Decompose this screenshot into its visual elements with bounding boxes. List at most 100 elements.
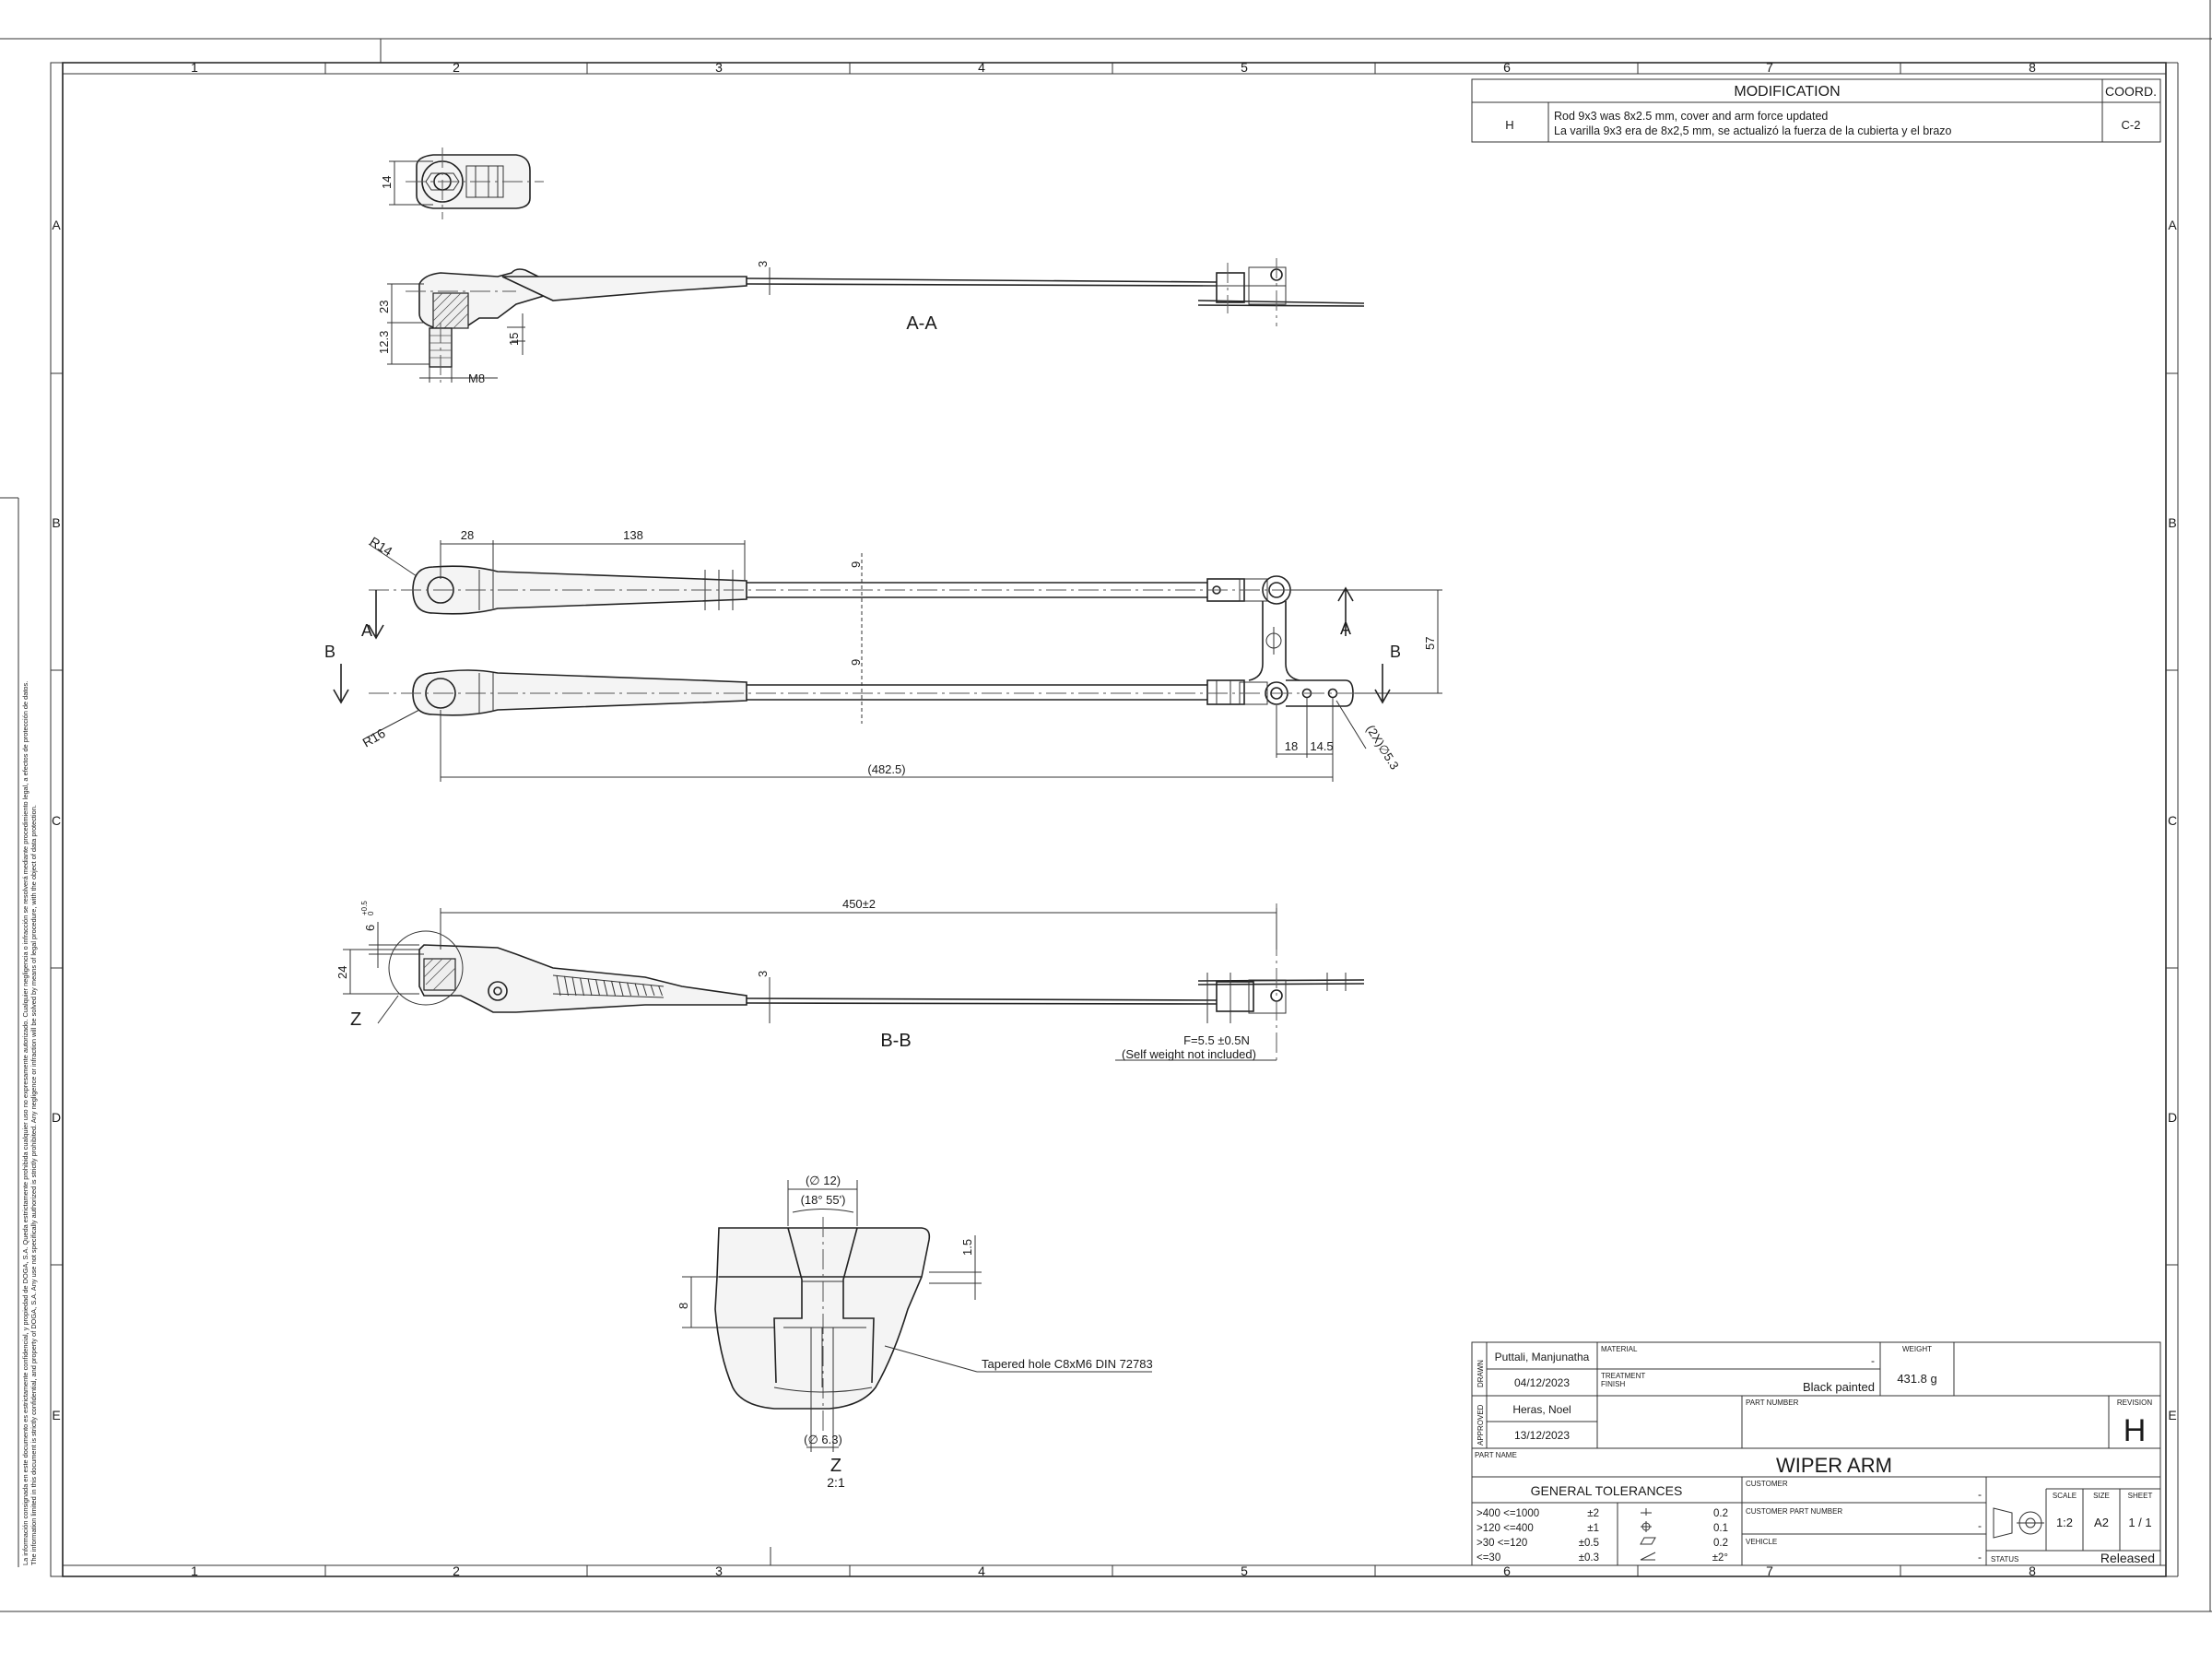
dim-138: 138 bbox=[623, 528, 643, 542]
dim-12-3: 12.3 bbox=[377, 331, 391, 354]
weight-value: 431.8 g bbox=[1897, 1372, 1936, 1386]
row-label-left-c: C bbox=[52, 813, 61, 828]
row-label-right-b: B bbox=[2168, 515, 2176, 530]
part-name: WIPER ARM bbox=[1776, 1454, 1892, 1477]
end-view: 14 bbox=[380, 148, 544, 219]
force-spec: F=5.5 ±0.5N bbox=[1183, 1033, 1250, 1047]
spring-coil bbox=[580, 977, 584, 997]
detail-ref-z: Z bbox=[350, 1009, 361, 1030]
customer-pn-value: - bbox=[1978, 1519, 1982, 1532]
approved-label: APPROVED bbox=[1477, 1404, 1485, 1446]
drawn-by: Puttali, Manjunatha bbox=[1495, 1351, 1590, 1363]
title-block: DRAWN Puttali, Manjunatha 04/12/2023 APP… bbox=[1471, 1341, 2161, 1566]
tol-value-4: ±0.3 bbox=[1579, 1552, 1599, 1564]
spring-coil bbox=[587, 978, 593, 997]
drawn-label: DRAWN bbox=[1477, 1360, 1485, 1387]
col-label-top-8: 8 bbox=[2029, 60, 2036, 75]
drawn-date: 04/12/2023 bbox=[1514, 1376, 1570, 1389]
material-value: - bbox=[1871, 1354, 1875, 1367]
approved-date: 13/12/2023 bbox=[1514, 1429, 1570, 1442]
modification-line-es: La varilla 9x3 era de 8x2,5 mm, se actua… bbox=[1554, 124, 1952, 137]
general-tolerances-title: GENERAL TOLERANCES bbox=[1531, 1483, 1683, 1498]
dim-angle: (18° 55') bbox=[801, 1193, 846, 1207]
tol-value-3: ±0.5 bbox=[1579, 1538, 1599, 1549]
modification-table: MODIFICATION COORD. H Rod 9x3 was 8x2.5 … bbox=[1471, 78, 2161, 143]
row-label-left-d: D bbox=[52, 1110, 61, 1125]
spring-coil bbox=[634, 983, 640, 997]
dim-r14: R14 bbox=[367, 534, 394, 559]
col-label-bottom-3: 3 bbox=[715, 1564, 723, 1578]
finish-label: FINISH bbox=[1601, 1380, 1625, 1388]
col-label-bottom-2: 2 bbox=[453, 1564, 460, 1578]
modification-coord: C-2 bbox=[2122, 118, 2141, 132]
row-label-right-d: D bbox=[2168, 1110, 2177, 1125]
spring-coil bbox=[571, 976, 577, 997]
dim-m8: M8 bbox=[468, 372, 485, 385]
row-label-left-b: B bbox=[52, 515, 60, 530]
customer-label: CUSTOMER bbox=[1746, 1480, 1788, 1488]
modification-title: MODIFICATION bbox=[1734, 84, 1840, 100]
size-value: A2 bbox=[2094, 1516, 2109, 1529]
material-label: MATERIAL bbox=[1601, 1345, 1638, 1353]
section-view-a-a: 23 12.3 15 M8 3 A-A bbox=[377, 258, 1365, 385]
dim-12-dia: (∅ 12) bbox=[806, 1174, 841, 1187]
status-label: STATUS bbox=[1991, 1555, 2018, 1564]
approved-by: Heras, Noel bbox=[1512, 1403, 1571, 1416]
dim-6-tol-lower: 0 bbox=[367, 911, 375, 915]
marker-b-right: B bbox=[1390, 643, 1401, 661]
dim-9-lower: 9 bbox=[849, 659, 863, 666]
tol-range-3: >30 <=120 bbox=[1477, 1538, 1527, 1549]
dim-482-5: (482.5) bbox=[867, 762, 905, 776]
tol-geo-4: ±2° bbox=[1712, 1552, 1728, 1564]
detail-view-z: (∅ 12) (18° 55') 1.5 8 (∅ 6.3) Tapered h… bbox=[677, 1174, 1153, 1490]
col-label-top-7: 7 bbox=[1766, 60, 1773, 75]
detail-scale-z: 2:1 bbox=[827, 1475, 845, 1490]
col-label-top-1: 1 bbox=[191, 60, 198, 75]
dim-6-3-dia: (∅ 6.3) bbox=[804, 1433, 842, 1446]
dim-18: 18 bbox=[1285, 739, 1298, 753]
dim-3-aa: 3 bbox=[756, 261, 770, 267]
spring-coil bbox=[642, 984, 647, 997]
col-label-top-6: 6 bbox=[1503, 60, 1511, 75]
spring-coil bbox=[627, 982, 631, 997]
col-label-bottom-7: 7 bbox=[1766, 1564, 1773, 1578]
detail-label-z: Z bbox=[830, 1456, 841, 1476]
spring-coil bbox=[556, 974, 561, 997]
row-label-right-e: E bbox=[2168, 1408, 2176, 1422]
confidentiality-note-en: The information limited in this document… bbox=[29, 805, 38, 1565]
modification-line-en: Rod 9x3 was 8x2.5 mm, cover and arm forc… bbox=[1554, 110, 1828, 123]
scale-value: 1:2 bbox=[2056, 1516, 2073, 1529]
revision-label: REVISION bbox=[2117, 1398, 2152, 1407]
dim-24: 24 bbox=[335, 966, 349, 979]
dim-6-tol-upper: +0.5 bbox=[360, 901, 369, 915]
spring-coil bbox=[611, 980, 616, 997]
tol-value-2: ±1 bbox=[1587, 1523, 1599, 1534]
finish-value: Black painted bbox=[1803, 1380, 1875, 1394]
dim-6: 6 bbox=[363, 925, 377, 931]
col-label-top-5: 5 bbox=[1241, 60, 1248, 75]
col-label-top-4: 4 bbox=[978, 60, 985, 75]
col-label-bottom-4: 4 bbox=[978, 1564, 985, 1578]
dim-holes: (2X)∅5.3 bbox=[1363, 723, 1401, 773]
spring-coil bbox=[603, 979, 608, 997]
tol-geo-1: 0.2 bbox=[1713, 1508, 1728, 1519]
coord-header: COORD. bbox=[2105, 84, 2157, 99]
treatment-label: TREATMENT bbox=[1601, 1372, 1645, 1380]
weight-label: WEIGHT bbox=[1902, 1345, 1932, 1353]
revision-value: H bbox=[2124, 1413, 2147, 1448]
spring-coil bbox=[658, 985, 663, 997]
projection-symbol-icon bbox=[1993, 1507, 2044, 1539]
dim-57: 57 bbox=[1423, 637, 1437, 650]
sheet-label: SHEET bbox=[2128, 1492, 2153, 1500]
marker-a-left: A bbox=[361, 621, 372, 640]
dim-28: 28 bbox=[461, 528, 474, 542]
row-label-right-a: A bbox=[2168, 218, 2177, 232]
customer-value: - bbox=[1978, 1488, 1982, 1501]
spring-coil bbox=[595, 979, 600, 997]
spring-coil bbox=[618, 981, 624, 997]
tapered-hole-note: Tapered hole C8xM6 DIN 72783 bbox=[982, 1357, 1153, 1371]
tol-geo-2: 0.1 bbox=[1713, 1523, 1728, 1534]
modification-rev: H bbox=[1505, 118, 1513, 132]
